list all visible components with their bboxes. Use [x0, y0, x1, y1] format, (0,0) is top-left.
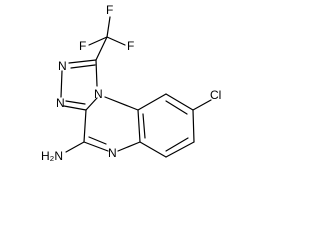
- atom-f-top: F: [106, 3, 113, 17]
- atom-amine: H₂N: [41, 149, 63, 163]
- bond-triazole-c-nbridge: [95, 59, 98, 87]
- bond-benz-c7-c8: [165, 93, 194, 111]
- atom-f-left: F: [79, 39, 86, 53]
- bond-c-f-right: [106, 36, 126, 46]
- bond-triazole-n-n: [60, 70, 63, 98]
- atom-label-layer: F F F N N N N Cl H₂N: [41, 3, 221, 163]
- bond-c4-n-double: [88, 136, 107, 145]
- atom-n-triazole-top: N: [58, 59, 67, 73]
- bond-c8-cl: [192, 99, 212, 111]
- chemical-structure-diagram: F F F N N N N Cl H₂N: [41, 3, 221, 163]
- atom-cl: Cl: [210, 88, 221, 102]
- bond-triazole-n-c: [63, 105, 87, 111]
- bond-c-c4: [83, 109, 87, 143]
- bond-benz-c5-c6-double: [142, 113, 146, 139]
- bond-cf3-ring: [95, 36, 108, 61]
- bond-c-f-top: [106, 16, 111, 38]
- bond-benz-c7-c8-double: [165, 100, 188, 115]
- bond-c5-c6: [137, 109, 141, 143]
- bond-benz-c10-c5: [139, 141, 167, 158]
- atom-n-bridge: N: [94, 87, 103, 101]
- bond-benz-c9-c10-double: [165, 137, 189, 152]
- bond-benz-c6-c7: [137, 93, 167, 111]
- bond-triazole-c-n-top-double: [70, 64, 96, 69]
- bond-layer: [60, 16, 212, 158]
- atom-n-triazole-left: N: [56, 96, 65, 110]
- bond-c6-nbridge: [104, 96, 139, 111]
- bond-benz-c8-c9: [192, 109, 195, 143]
- bond-c4-nh2: [65, 141, 85, 153]
- bond-triazole-n-c-double: [65, 100, 86, 105]
- bond-n-c5: [117, 141, 141, 152]
- bond-triazole-c-n-top: [68, 59, 97, 64]
- bond-c-f-left: [88, 36, 108, 46]
- bond-c4-n: [83, 141, 109, 152]
- bond-nbridge-c: [85, 97, 98, 111]
- bond-benz-c9-c10: [165, 141, 195, 158]
- atom-f-right: F: [127, 39, 134, 53]
- atom-n-pyrazine: N: [108, 146, 117, 160]
